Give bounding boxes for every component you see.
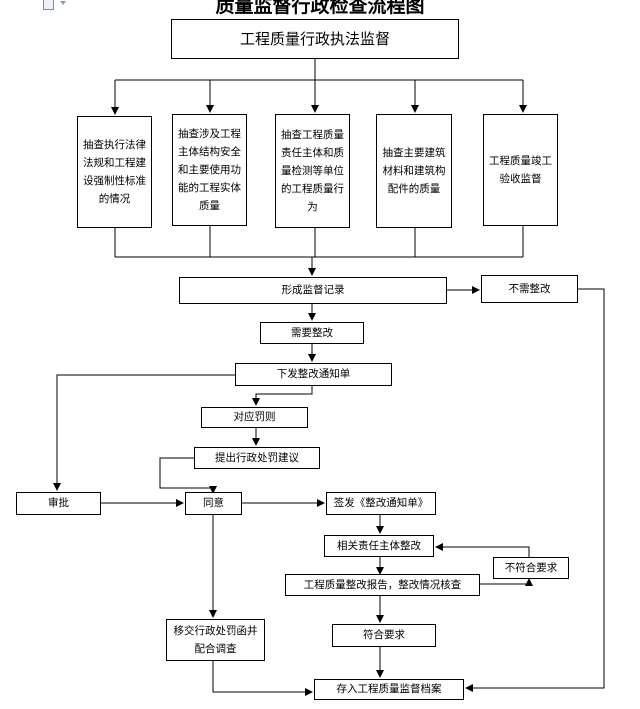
caret-down-icon[interactable] xyxy=(60,1,66,5)
node-suggest-penalty: 提出行政处罚建议 xyxy=(194,447,320,469)
node-check-acceptance: 工程质量竣工验收监督 xyxy=(483,114,558,226)
node-check-parties: 抽查工程质量责任主体和质量检测等单位的工程质量行为 xyxy=(275,114,350,228)
node-report-check: 工程质量整改报告，整改情况核查 xyxy=(285,574,480,596)
node-need-rectify: 需要整改 xyxy=(260,322,364,344)
node-check-materials: 抽查主要建筑材料和建筑构配件的质量 xyxy=(376,114,452,228)
node-check-structure: 抽查涉及工程主体结构安全和主要使用功能的工程实体质量 xyxy=(172,114,247,226)
node-approve: 审批 xyxy=(16,492,101,515)
node-not-compliant: 不符合要求 xyxy=(493,557,569,579)
node-agree: 同意 xyxy=(185,492,242,515)
node-check-laws: 抽查执行法律法规和工程建设强制性标准的情况 xyxy=(77,116,152,228)
node-sign-notice: 签发《整改通知单》 xyxy=(326,492,436,515)
document-icon xyxy=(43,0,54,10)
node-no-rectify: 不需整改 xyxy=(481,275,578,303)
node-compliant: 符合要求 xyxy=(332,624,436,647)
node-rectify: 相关责任主体整改 xyxy=(324,535,434,557)
node-transfer: 移交行政处罚函并配合调查 xyxy=(166,619,265,661)
node-penalty: 对应罚则 xyxy=(201,407,308,428)
node-record: 形成监督记录 xyxy=(179,277,447,304)
node-archive: 存入工程质量监督档案 xyxy=(314,679,464,700)
diagram-title: 质量监督行政检查流程图 xyxy=(215,0,425,17)
node-issue-notice: 下发整改通知单 xyxy=(235,363,392,386)
node-main-supervision: 工程质量行政执法监督 xyxy=(171,19,459,59)
